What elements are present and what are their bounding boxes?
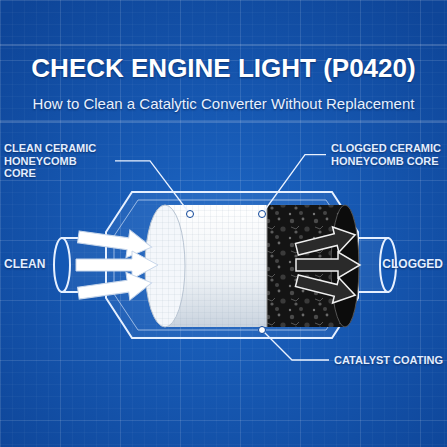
flow-arrow — [76, 269, 153, 307]
page-title: CHECK ENGINE LIGHT (P0420) — [31, 53, 415, 84]
callout-label: CLOGGED CERAMIC HONEYCOMB CORE — [331, 142, 443, 167]
flow-arrow — [296, 252, 360, 278]
clean-flow-arrows — [76, 223, 158, 307]
subtitle: How to Clean a Catalytic Converter Witho… — [33, 95, 415, 112]
flow-arrow — [76, 251, 158, 279]
leader-line — [115, 161, 190, 214]
title-rule — [0, 45, 447, 46]
callout-label: CLEAN CERAMIC HONEYCOMB CORE — [4, 142, 110, 180]
inlet-opening — [54, 238, 70, 292]
callout-label: CATALYST COATING — [334, 354, 443, 367]
converter-shell — [54, 192, 396, 338]
title-rule — [0, 122, 447, 123]
clogged-flow-arrows — [294, 222, 360, 308]
leader-dot — [259, 327, 266, 334]
flow-arrow — [294, 268, 359, 308]
callout-label: CLOGGED — [382, 258, 443, 272]
flow-arrow — [76, 223, 153, 261]
leader-dot — [187, 211, 194, 218]
flow-arrow — [294, 222, 359, 262]
leader-line — [262, 330, 329, 360]
leader-dot — [259, 211, 266, 218]
callout-label: CLEAN — [4, 258, 45, 272]
leader-line — [262, 155, 326, 214]
core-boundary — [267, 205, 268, 327]
